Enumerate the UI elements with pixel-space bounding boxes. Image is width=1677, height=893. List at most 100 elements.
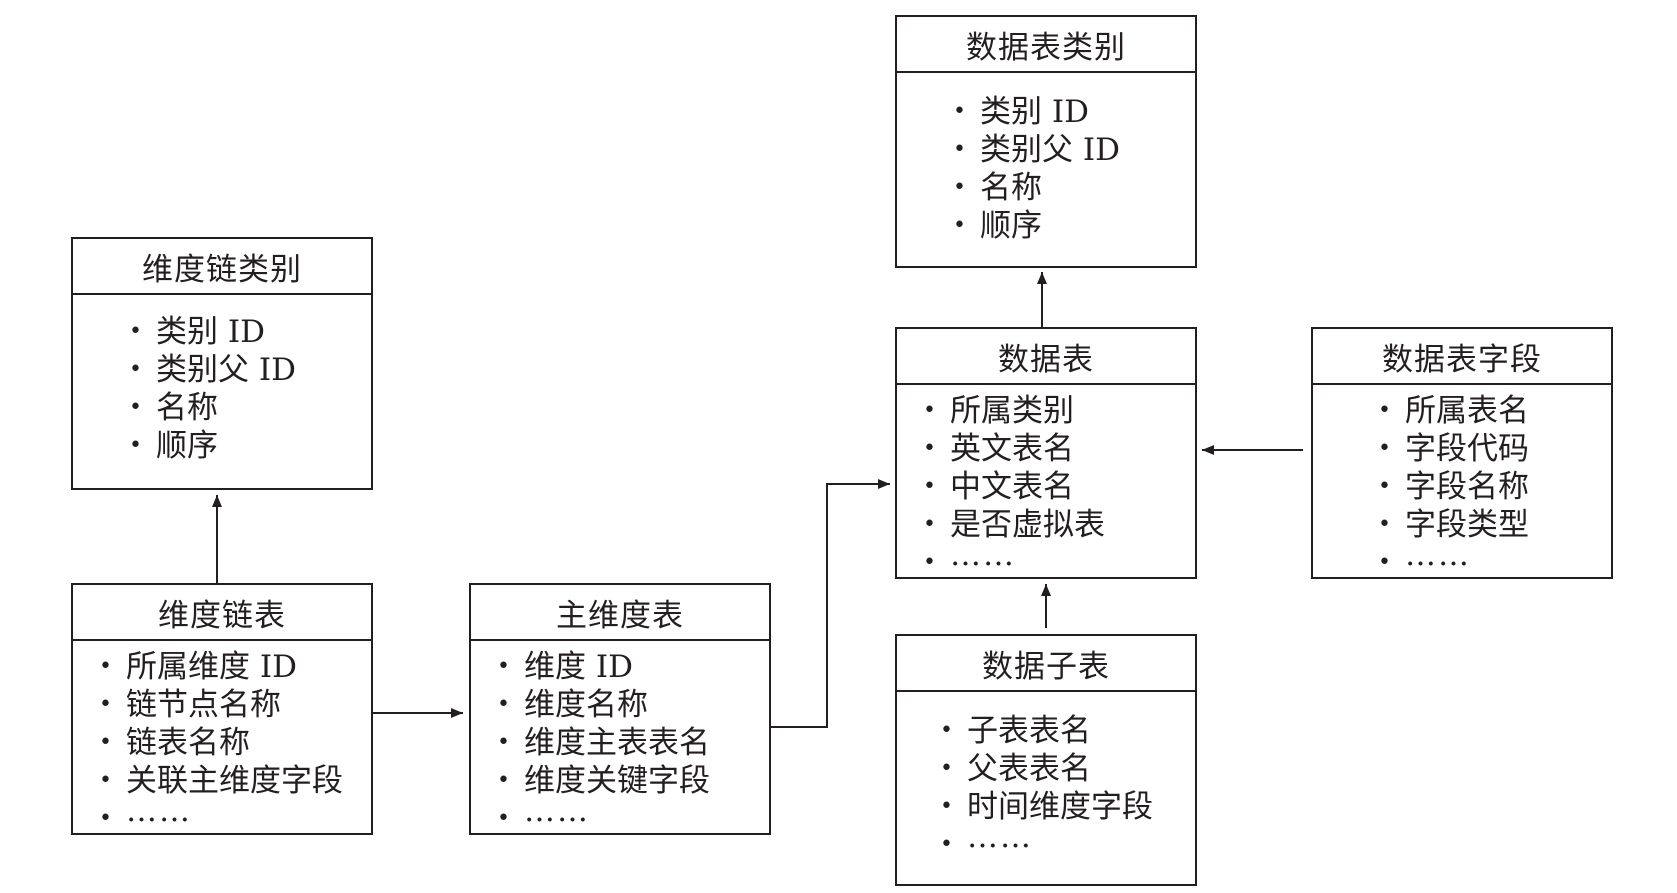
- dimension-chain-table-box: 维度链表 •所属维度 ID • 链节点名称 • 链表名称 • 关联主维度字段 • ……: [71, 583, 373, 835]
- bullet-icon: •: [99, 730, 112, 755]
- bullet-icon: •: [953, 213, 966, 238]
- field-label: 字段类型: [1405, 507, 1529, 543]
- field-item: • 名称: [953, 169, 1195, 207]
- data-sub-table-box: 数据子表 • 子表表名 • 父表表名 • 时间维度字段 • ……: [895, 634, 1197, 886]
- bullet-icon: •: [940, 756, 953, 781]
- bullet-icon: •: [99, 806, 112, 831]
- field-item: • 中文表名: [923, 468, 1195, 506]
- box-title: 维度链表: [73, 585, 371, 641]
- field-label: 名称: [156, 390, 218, 426]
- field-label: 是否虚拟表: [950, 507, 1105, 543]
- field-item: • 链节点名称: [99, 686, 371, 724]
- bullet-icon: •: [953, 137, 966, 162]
- bullet-icon: •: [1378, 398, 1391, 423]
- bullet-icon: •: [497, 692, 510, 717]
- field-label: 所属类别: [950, 393, 1074, 429]
- bullet-icon: •: [129, 433, 142, 458]
- field-item: • 名称: [129, 389, 371, 427]
- bullet-icon: •: [129, 357, 142, 382]
- field-item: •……: [923, 537, 1195, 582]
- data-table-field-box: 数据表字段 •所属表名•字段代码•字段名称•字段类型•……: [1311, 327, 1613, 579]
- bullet-icon: •: [1378, 550, 1391, 575]
- field-label: ……: [524, 793, 590, 829]
- field-label: 名称: [980, 170, 1042, 206]
- field-label: 所属表名: [1405, 393, 1529, 429]
- field-label: ……: [1405, 537, 1471, 573]
- field-label: 子表表名: [967, 713, 1091, 749]
- field-label: 中文表名: [950, 469, 1074, 505]
- arrow-main-dimension-to-data-table: [771, 479, 890, 728]
- bullet-icon: •: [129, 395, 142, 420]
- field-label: 维度 ID: [524, 649, 633, 685]
- field-label: ……: [967, 819, 1033, 855]
- field-item: • ……: [1378, 537, 1611, 582]
- field-label: 类别 ID: [156, 314, 265, 350]
- box-title: 数据表: [897, 329, 1195, 385]
- field-item: • 顺序: [953, 207, 1195, 245]
- bullet-icon: •: [99, 768, 112, 793]
- field-label: 时间维度字段: [967, 789, 1153, 825]
- field-label: 所属维度 ID: [126, 649, 297, 685]
- box-title: 主维度表: [471, 585, 769, 641]
- bullet-icon: •: [923, 474, 936, 499]
- field-label: 关联主维度字段: [126, 763, 343, 799]
- field-list: •类别 ID•类别父 ID•名称•顺序: [73, 295, 371, 465]
- box-title: 数据子表: [897, 636, 1195, 692]
- bullet-icon: •: [497, 768, 510, 793]
- field-item: • 时间维度字段: [940, 788, 1195, 826]
- field-item: • 所属表名: [1378, 392, 1611, 430]
- bullet-icon: •: [497, 806, 510, 831]
- field-list: •维度 ID•维度名称•维度主表表名•维度关键字段•……: [471, 641, 769, 838]
- field-label: 英文表名: [950, 431, 1074, 467]
- bullet-icon: •: [497, 654, 510, 679]
- field-item: •字段代码: [1378, 430, 1611, 468]
- field-item: • 维度关键字段: [497, 762, 769, 800]
- bullet-icon: •: [1378, 474, 1391, 499]
- field-label: 维度主表表名: [524, 725, 710, 761]
- bullet-icon: •: [99, 692, 112, 717]
- field-list: • 子表表名 • 父表表名 • 时间维度字段 • ……: [897, 692, 1195, 864]
- bullet-icon: •: [953, 175, 966, 200]
- field-label: 顺序: [156, 428, 218, 464]
- field-list: •所属类别•英文表名 • 中文表名 • 是否虚拟表•……: [897, 385, 1195, 582]
- field-list: •所属维度 ID • 链节点名称 • 链表名称 • 关联主维度字段 • ……: [73, 641, 371, 838]
- field-item: •所属类别: [923, 392, 1195, 430]
- bullet-icon: •: [953, 99, 966, 124]
- field-item: •英文表名: [923, 430, 1195, 468]
- field-item: •类别父 ID: [953, 131, 1195, 169]
- field-item: • 字段类型: [1378, 506, 1611, 544]
- data-table-box: 数据表 •所属类别•英文表名 • 中文表名 • 是否虚拟表•……: [895, 327, 1197, 579]
- field-label: ……: [126, 793, 192, 829]
- field-label: 顺序: [980, 208, 1042, 244]
- bullet-icon: •: [940, 718, 953, 743]
- bullet-icon: •: [1378, 436, 1391, 461]
- bullet-icon: •: [1378, 512, 1391, 537]
- field-item: • 子表表名: [940, 712, 1195, 750]
- box-title: 数据表字段: [1313, 329, 1611, 385]
- field-label: 父表表名: [967, 751, 1091, 787]
- field-label: 类别 ID: [980, 94, 1089, 130]
- main-dimension-table-box: 主维度表 •维度 ID•维度名称•维度主表表名•维度关键字段•……: [469, 583, 771, 835]
- bullet-icon: •: [940, 832, 953, 857]
- field-list: •类别 ID•类别父 ID•名称•顺序: [897, 73, 1195, 245]
- field-item: • 链表名称: [99, 724, 371, 762]
- field-item: •类别 ID: [129, 313, 371, 351]
- field-label: 链表名称: [126, 725, 250, 761]
- field-item: •类别父 ID: [129, 351, 371, 389]
- field-label: 字段名称: [1405, 469, 1529, 505]
- field-label: 维度关键字段: [524, 763, 710, 799]
- field-item: • 字段名称: [1378, 468, 1611, 506]
- box-title: 数据表类别: [897, 17, 1195, 73]
- bullet-icon: •: [940, 794, 953, 819]
- field-label: 链节点名称: [126, 687, 281, 723]
- bullet-icon: •: [923, 512, 936, 537]
- field-item: • 维度主表表名: [497, 724, 769, 762]
- bullet-icon: •: [497, 730, 510, 755]
- field-item: • 是否虚拟表: [923, 506, 1195, 544]
- box-title: 维度链类别: [73, 239, 371, 295]
- field-label: ……: [950, 537, 1016, 573]
- field-item: • 顺序: [129, 427, 371, 465]
- field-item: •所属维度 ID: [99, 648, 371, 686]
- field-item: • 类别 ID: [953, 93, 1195, 131]
